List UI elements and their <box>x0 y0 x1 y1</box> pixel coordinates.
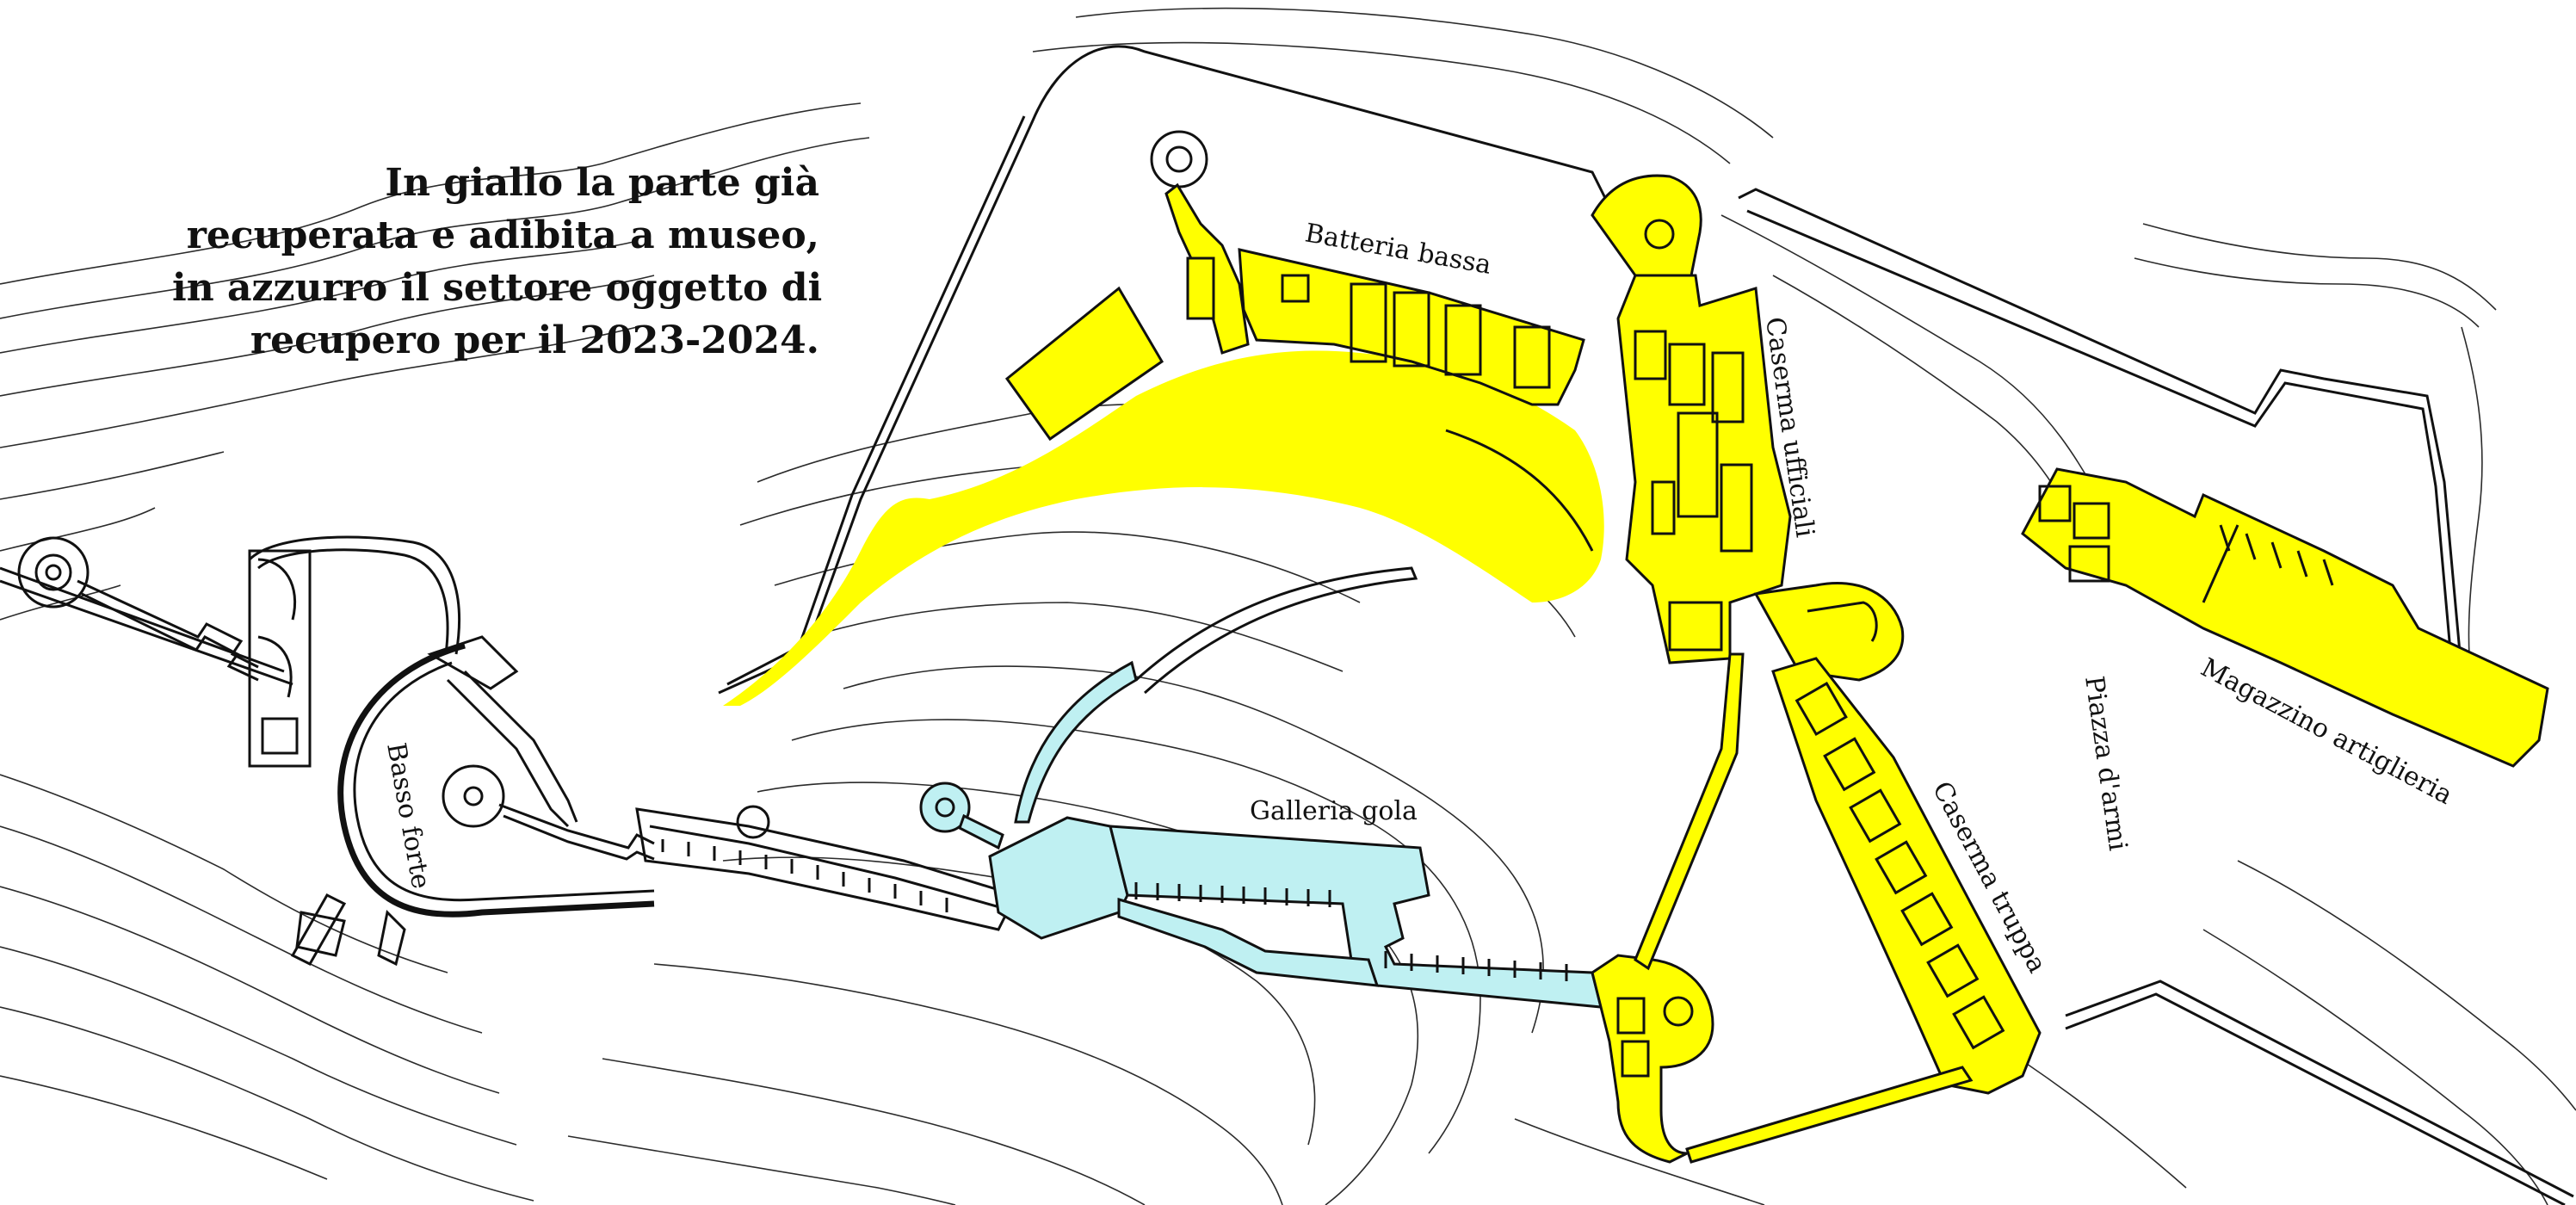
label-basso-forte: Basso forte <box>380 740 436 891</box>
basso-forte-structure: Basso forte <box>17 536 655 967</box>
label-galleria-gola: Galleria gola <box>1250 796 1418 826</box>
terrain-contours <box>0 7 2576 1205</box>
map-caption: In giallo la parte già recuperata e adib… <box>172 157 823 367</box>
galleria-gola-west <box>635 805 1018 931</box>
caption-line-1: In giallo la parte già <box>385 161 819 205</box>
recovery-sector-2023-2024: Galleria gola <box>919 566 1603 1009</box>
caption-line-2: recuperata e adibita a museo, <box>186 213 819 257</box>
perimeter-walls <box>0 45 2574 1205</box>
caption-line-3: in azzurro il settore oggetto di <box>172 266 823 310</box>
label-piazza-darmi: Piazza d'armi <box>2079 674 2133 852</box>
caserma-ufficiali-building: Caserma ufficiali <box>1591 174 1905 682</box>
south-bastion <box>1591 652 1974 1164</box>
caserma-truppa-building: Caserma truppa <box>1771 657 2052 1095</box>
batteria-bassa-area: Batteria bassa <box>723 130 1604 706</box>
caption-line-4: recupero per il 2023-2024. <box>250 318 819 362</box>
